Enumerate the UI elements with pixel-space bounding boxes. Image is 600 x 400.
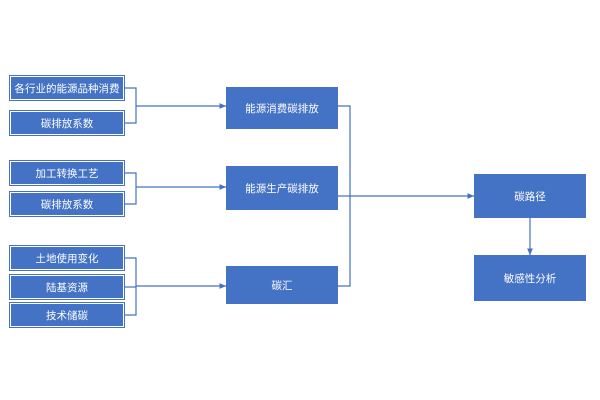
box-energy-use-by-industry-label: 各行业的能源品种消费 xyxy=(14,82,120,95)
connector-energy-use xyxy=(124,87,137,106)
box-land-use-change-label: 土地使用变化 xyxy=(35,252,99,265)
box-technology-storage: 技术储碳 xyxy=(9,302,125,328)
box-energy-consumption-emission: 能源消费碳排放 xyxy=(226,87,338,129)
box-carbon-sink-label: 碳汇 xyxy=(271,279,293,292)
connector-processing xyxy=(124,172,137,187)
box-carbon-sink: 碳汇 xyxy=(226,266,338,304)
box-energy-production-emission: 能源生产碳排放 xyxy=(226,166,338,210)
box-land-use-change: 土地使用变化 xyxy=(9,245,125,271)
box-energy-use-by-industry: 各行业的能源品种消费 xyxy=(9,75,125,101)
box-terrestrial-resources-label: 陆基资源 xyxy=(46,281,88,294)
box-sensitivity-analysis: 敏感性分析 xyxy=(474,255,586,301)
box-energy-consumption-emission-label: 能源消费碳排放 xyxy=(245,102,319,115)
box-carbon-factor-1-label: 碳排放系数 xyxy=(40,117,94,130)
box-carbon-factor-2-label: 碳排放系数 xyxy=(40,198,94,211)
box-terrestrial-resources: 陆基资源 xyxy=(9,274,125,300)
box-sensitivity-analysis-label: 敏感性分析 xyxy=(503,272,557,285)
box-technology-storage-label: 技术储碳 xyxy=(46,309,88,322)
box-processing-transformation: 加工转换工艺 xyxy=(9,160,125,186)
box-carbon-pathway: 碳路径 xyxy=(474,174,586,218)
box-processing-transformation-label: 加工转换工艺 xyxy=(35,167,99,180)
connector-carbon-factor-1 xyxy=(124,106,137,124)
box-carbon-factor-1: 碳排放系数 xyxy=(9,110,125,136)
box-carbon-factor-2: 碳排放系数 xyxy=(9,191,125,217)
box-energy-production-emission-label: 能源生产碳排放 xyxy=(245,182,319,195)
box-carbon-pathway-label: 碳路径 xyxy=(514,190,546,203)
connector-carbon-factor-2 xyxy=(124,187,137,205)
